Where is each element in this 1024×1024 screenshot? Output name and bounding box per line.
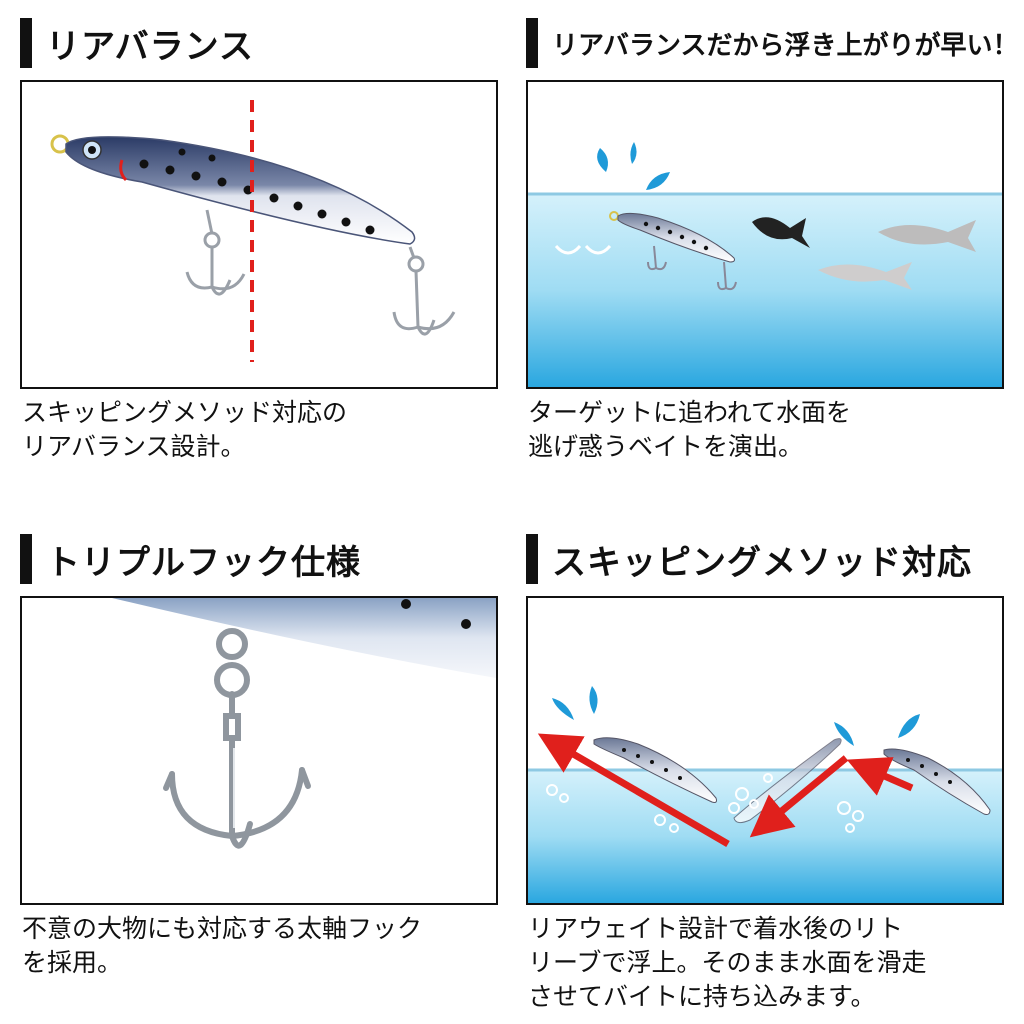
caption-line: ターゲットに追われて水面を xyxy=(528,398,852,427)
panel-skipping: スキッピングメソッド対応 xyxy=(526,534,1004,1014)
target-fish-dark xyxy=(752,217,810,248)
rising-lure xyxy=(609,211,737,291)
skipping-scene xyxy=(528,598,1002,903)
panel-heading: スキッピングメソッド対応 xyxy=(526,534,1004,584)
splash-drop-icon xyxy=(552,686,920,746)
panel-caption: ターゲットに追われて水面を 逃げ惑うベイトを演出。 xyxy=(528,396,1008,464)
skipping-lure-left xyxy=(593,737,717,803)
lure-spots xyxy=(401,599,471,629)
panel-heading: リアバランス xyxy=(20,18,498,68)
caption-line: スキッピングメソッド対応の xyxy=(22,398,348,427)
heading-bar xyxy=(20,534,32,584)
lure-belly xyxy=(112,598,496,678)
lure-body xyxy=(50,134,416,245)
skipping-scene-frame xyxy=(526,596,1004,905)
water-scene-frame xyxy=(526,80,1004,389)
heading-bar xyxy=(526,18,538,68)
target-fish-grey xyxy=(878,220,976,252)
panel-caption: スキッピングメソッド対応の リアバランス設計。 xyxy=(22,396,502,464)
panel-fast-rise: リアバランスだから浮き上がりが早い！ xyxy=(526,18,1018,478)
rear-treble-hook xyxy=(392,246,456,336)
heading-text: トリプルフック仕様 xyxy=(46,542,361,583)
ripple-icon xyxy=(554,244,612,255)
caption-line: 逃げ惑うベイトを演出。 xyxy=(528,432,804,461)
bubble-icon xyxy=(546,773,864,833)
caption-line: リアウェイト設計で着水後のリト xyxy=(528,914,904,943)
heading-text: リアバランス xyxy=(46,26,254,67)
panel-rear-balance: リアバランス xyxy=(20,18,498,478)
heading-text: リアバランスだから浮き上がりが早い！ xyxy=(552,30,1019,61)
rising-lure-scene xyxy=(528,82,1002,387)
splash-drop-icon xyxy=(597,142,670,190)
lure-image-frame xyxy=(20,80,498,389)
caption-line: リーブで浮上。そのまま水面を滑走 xyxy=(528,948,927,977)
skipping-lure-right xyxy=(883,748,991,815)
heading-bar xyxy=(20,18,32,68)
target-fish-light xyxy=(818,262,912,290)
hook-image-frame xyxy=(20,596,498,905)
caption-line: 不意の大物にも対応する太軸フック xyxy=(22,914,423,943)
caption-line: を採用。 xyxy=(22,948,123,977)
caption-line: させてバイトに持ち込みます。 xyxy=(528,982,876,1011)
panel-caption: リアウェイト設計で着水後のリト リーブで浮上。そのまま水面を滑走 させてバイトに… xyxy=(528,912,1008,1014)
arrow-icon xyxy=(537,733,914,848)
caption-line: リアバランス設計。 xyxy=(22,432,246,461)
lure-illustration xyxy=(50,100,456,362)
panel-heading: トリプルフック仕様 xyxy=(20,534,498,584)
treble-hook xyxy=(163,628,311,849)
heading-text: スキッピングメソッド対応 xyxy=(552,542,972,583)
panel-heading: リアバランスだから浮き上がりが早い！ xyxy=(526,18,1018,68)
panel-triple-hook: トリプルフック仕様 xyxy=(20,534,498,994)
hook-closeup xyxy=(112,598,496,849)
heading-bar xyxy=(526,534,538,584)
panel-caption: 不意の大物にも対応する太軸フック を採用。 xyxy=(22,912,502,980)
water-area xyxy=(528,770,1002,903)
front-treble-hook xyxy=(185,209,246,296)
